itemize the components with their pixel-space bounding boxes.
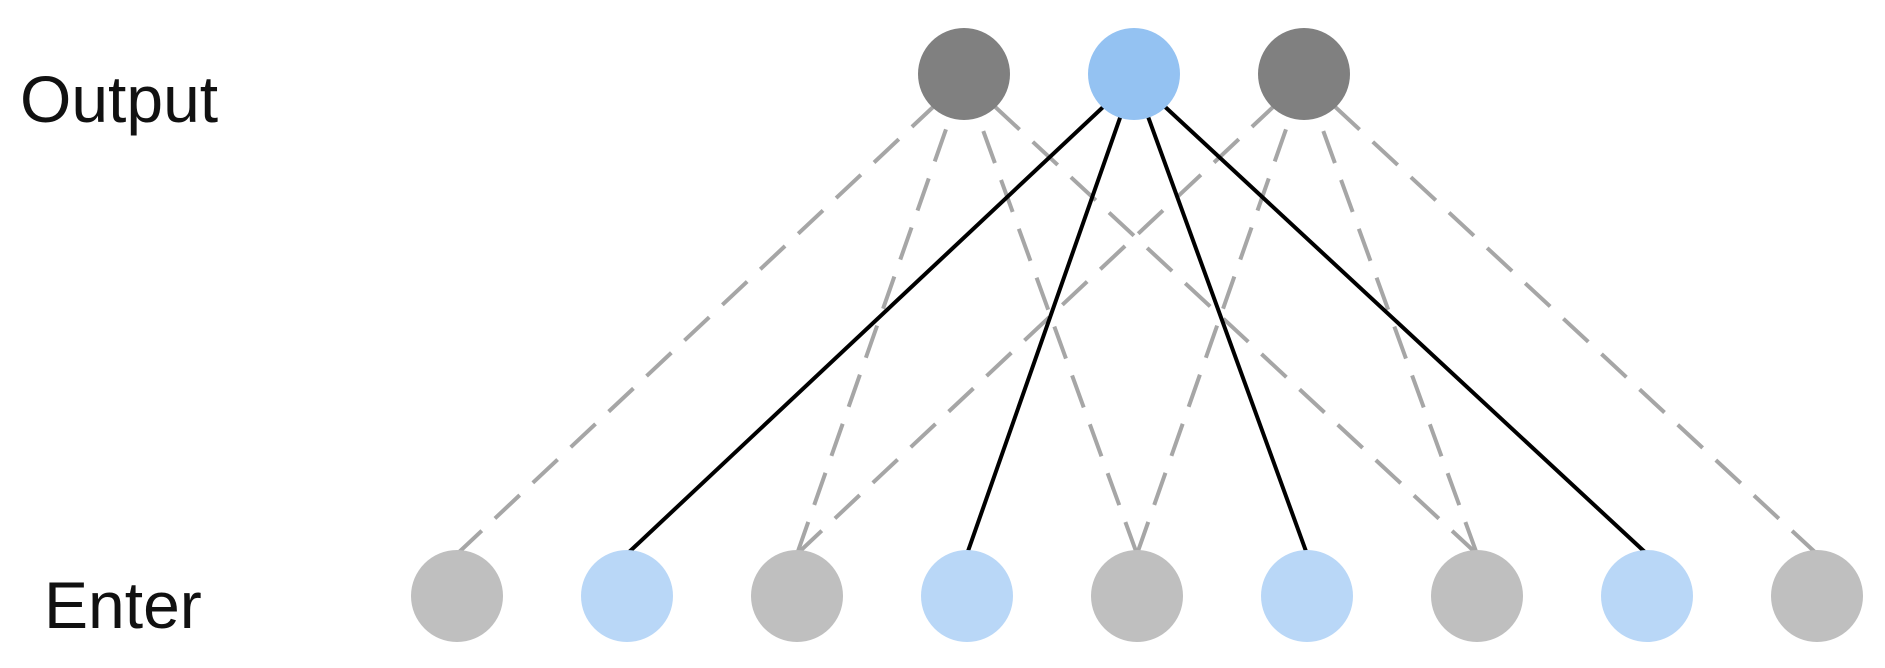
- input-node-i2: [751, 550, 843, 642]
- input-node-i4: [1091, 550, 1183, 642]
- input-node-i3: [921, 550, 1013, 642]
- edge-i6-o2: [1302, 77, 1479, 555]
- edge-i4-o0: [962, 77, 1139, 555]
- input-node-i5: [1261, 550, 1353, 642]
- output-layer-label: Output: [20, 62, 218, 136]
- edge-i7-o1: [1132, 76, 1649, 556]
- input-node-i6: [1431, 550, 1523, 642]
- output-node-o2: [1258, 28, 1350, 120]
- input-layer-label: Enter: [44, 568, 202, 642]
- edge-i8-o2: [1302, 76, 1819, 556]
- edge-i1-o1: [625, 76, 1136, 556]
- input-node-i0: [411, 550, 503, 642]
- nodes-group: [411, 28, 1863, 642]
- edge-i2-o0: [795, 77, 966, 555]
- edge-i5-o1: [1132, 77, 1309, 555]
- output-node-o0: [918, 28, 1010, 120]
- edge-i0-o0: [455, 76, 966, 556]
- input-node-i8: [1771, 550, 1863, 642]
- input-node-i7: [1601, 550, 1693, 642]
- edges-group: [455, 76, 1819, 556]
- edge-i3-o1: [965, 77, 1136, 555]
- input-node-i1: [581, 550, 673, 642]
- edge-i4-o2: [1135, 77, 1306, 555]
- output-node-o1: [1088, 28, 1180, 120]
